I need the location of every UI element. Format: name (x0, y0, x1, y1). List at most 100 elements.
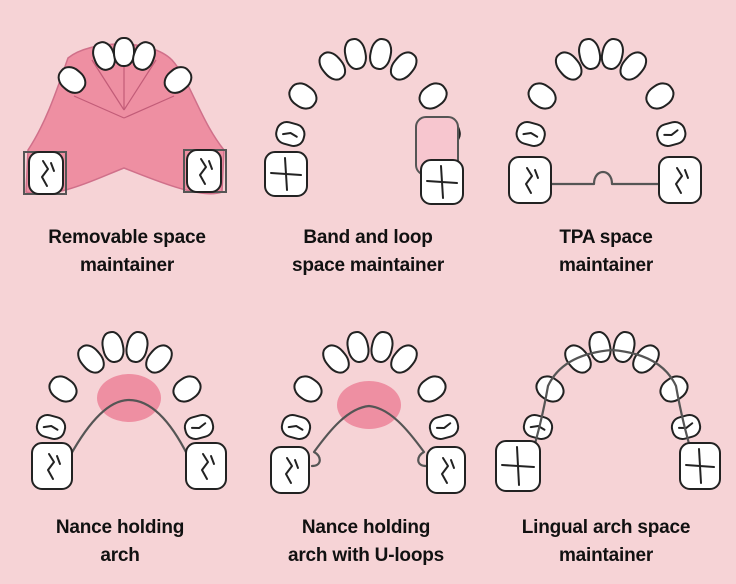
incisor-tooth (600, 37, 624, 71)
incisor-crown (370, 330, 394, 364)
incisor-tooth (318, 51, 347, 81)
palate-ridge-line (73, 95, 125, 119)
nance-wire-with-u-loops (310, 404, 428, 468)
molar-fissure (435, 422, 452, 429)
incisor-tooth (346, 330, 370, 364)
caption-line-1: Lingual arch space (521, 517, 691, 538)
acrylic-button (97, 374, 161, 422)
incisor-tooth (145, 344, 173, 374)
incisor-crown (369, 37, 393, 71)
molar-tooth (658, 156, 702, 204)
incisor-tooth (125, 330, 149, 364)
molar-fissure (285, 457, 293, 484)
molar-tooth (426, 446, 466, 494)
incisor-crown (600, 37, 624, 71)
incisor-tooth (645, 82, 675, 110)
palate-ridge-line (91, 59, 125, 111)
molar-fissure (270, 157, 302, 191)
caption-line-1: Band and loop (303, 227, 433, 248)
incisor-tooth (632, 344, 660, 374)
incisor-crown (322, 344, 350, 374)
incisor-crown (612, 330, 636, 364)
incisor-crown (389, 51, 418, 81)
caption-line-2: maintainer (558, 255, 654, 276)
primary-molar-tooth (515, 120, 546, 148)
panel-tpa (508, 37, 702, 204)
molar-fissure (201, 453, 209, 480)
incisor-tooth (564, 344, 592, 374)
incisor-tooth (535, 375, 565, 403)
molar-fissure (199, 158, 207, 185)
incisor-crown (564, 344, 592, 374)
primary-molar-tooth (35, 413, 67, 441)
primary-molar-tooth (280, 413, 312, 441)
incisor-crown (554, 51, 583, 81)
caption-line-1: Removable space (48, 227, 206, 248)
molar-fissure (426, 165, 458, 199)
caption-nance-holding-arch: Nance holding arch (0, 514, 240, 570)
incisor-tooth (163, 66, 193, 94)
caption-line-2: space maintainer (291, 255, 445, 276)
primary-molar-tooth (656, 120, 687, 148)
molar-fissure (56, 455, 61, 465)
molar-fissure (525, 167, 533, 194)
transpalatal-wire (546, 170, 660, 186)
incisor-crown (101, 330, 125, 364)
molar-tooth (270, 446, 310, 494)
incisor-tooth (612, 330, 636, 364)
incisor-crown (288, 82, 318, 110)
incisor-tooth (322, 344, 350, 374)
primary-molar-tooth (183, 413, 215, 441)
incisor-crown (125, 330, 149, 364)
molar-fissure (50, 162, 55, 172)
molar-fissure (534, 169, 539, 179)
incisor-tooth (48, 375, 78, 403)
incisor-crown (588, 330, 612, 364)
panel-lingual-arch (495, 330, 721, 492)
panel-removable (23, 37, 227, 195)
molar-fissure (208, 160, 213, 170)
incisor-tooth (293, 375, 323, 403)
caption-removable-space-maintainer: Removable space maintainer (7, 224, 247, 280)
panel-band-and-loop (264, 37, 464, 205)
molar-fissure (282, 132, 298, 138)
molar-tooth (420, 159, 464, 205)
caption-line-2: arch with U-loops (288, 545, 444, 566)
caption-line-2: arch (100, 545, 140, 566)
molar-fissure (42, 425, 59, 431)
incisor-crown (578, 37, 602, 71)
incisor-crown (527, 82, 557, 110)
incisor-tooth (619, 51, 648, 81)
incisor-tooth (554, 51, 583, 81)
incisor-crown (172, 375, 202, 403)
incisor-crown (645, 82, 675, 110)
caption-tpa: TPA space maintainer (486, 224, 726, 280)
incisor-tooth (57, 66, 87, 94)
caption-nance-with-u-loops: Nance holding arch with U-loops (246, 514, 486, 570)
incisor-crown (343, 37, 367, 71)
molar-fissure (210, 455, 215, 465)
primary-molar-tooth (428, 413, 460, 441)
incisor-crown (57, 66, 87, 94)
lingual-arch-wire (528, 348, 696, 464)
molar-fissure (522, 132, 539, 138)
incisor-tooth (369, 37, 393, 71)
molar-fissure (41, 160, 49, 187)
molar-fissure (450, 459, 455, 469)
incisor-tooth (389, 51, 418, 81)
primary-molar-tooth (670, 413, 702, 441)
incisor-crown (632, 344, 660, 374)
molar-fissure (684, 169, 689, 179)
panel-nance-with-u-loops (270, 330, 466, 494)
caption-line-2: maintainer (79, 255, 175, 276)
molar-tooth (185, 442, 227, 490)
caption-band-and-loop: Band and loop space maintainer (248, 224, 488, 280)
incisor-tooth (343, 37, 367, 71)
incisor-tooth (578, 37, 602, 71)
incisor-tooth (390, 344, 418, 374)
incisor-crown (659, 375, 689, 403)
incisor-crown (293, 375, 323, 403)
molar-fissure (663, 129, 679, 136)
incisor-crown (77, 344, 105, 374)
